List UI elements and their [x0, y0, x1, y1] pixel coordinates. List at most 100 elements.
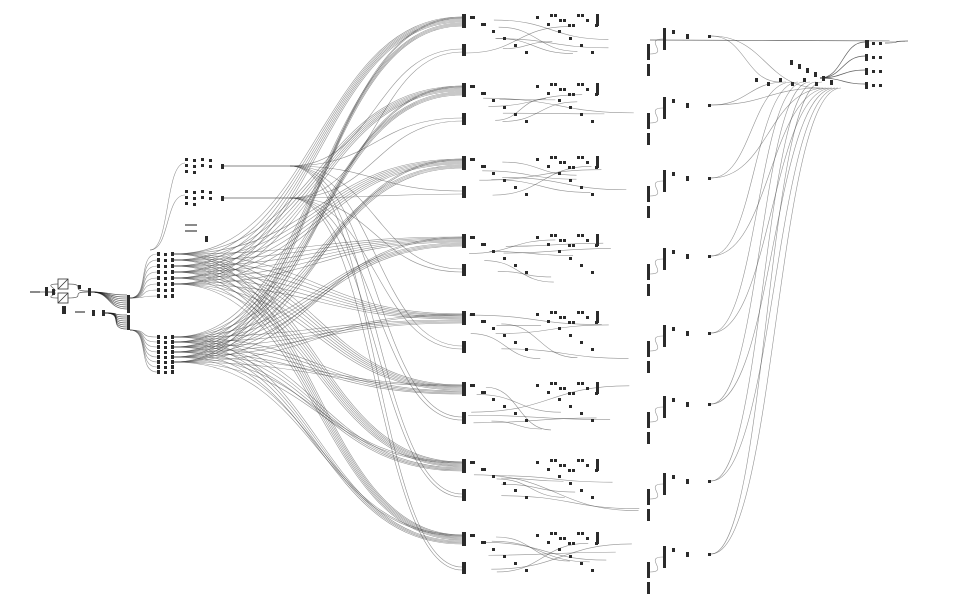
cluster-6-node[interactable]	[554, 382, 557, 385]
subgraph-node[interactable]	[185, 196, 188, 199]
cluster-3-node[interactable]	[558, 172, 561, 175]
cluster-1-input-node[interactable]	[462, 14, 466, 28]
input-node[interactable]	[102, 310, 105, 316]
cluster-6-node[interactable]	[492, 398, 495, 401]
cluster-8-node[interactable]	[647, 562, 650, 578]
cluster-2-node[interactable]	[536, 85, 539, 88]
cluster-2-node[interactable]	[472, 85, 475, 88]
cluster-6-node[interactable]	[514, 412, 517, 415]
cluster-3-node[interactable]	[586, 161, 589, 164]
slider-node[interactable]	[205, 236, 208, 242]
cluster-3-node[interactable]	[577, 156, 580, 159]
cluster-7-node[interactable]	[536, 461, 539, 464]
cluster-6-node[interactable]	[536, 384, 539, 387]
cluster-6-node[interactable]	[647, 432, 650, 444]
cluster-6-input-node[interactable]	[462, 382, 466, 396]
input-node[interactable]	[88, 288, 91, 296]
fanout-node[interactable]	[157, 335, 160, 339]
cluster-7-node[interactable]	[554, 459, 557, 462]
cluster-4-node[interactable]	[647, 284, 650, 296]
cluster-2-node[interactable]	[481, 92, 484, 95]
cluster-5-node[interactable]	[563, 316, 566, 319]
cluster-1-output-node[interactable]	[708, 35, 711, 38]
fanout-node[interactable]	[164, 351, 167, 354]
cluster-7-node[interactable]	[481, 468, 484, 471]
fanout-node[interactable]	[171, 360, 174, 364]
cluster-1-node[interactable]	[647, 44, 650, 60]
cluster-5-node[interactable]	[672, 327, 675, 331]
merge-node[interactable]	[822, 76, 825, 81]
fanout-node[interactable]	[171, 340, 174, 344]
cluster-1-node[interactable]	[472, 16, 475, 19]
cluster-1-node[interactable]	[672, 30, 675, 34]
final-output-node[interactable]	[872, 70, 875, 73]
fanout-node[interactable]	[171, 282, 174, 286]
input-panel[interactable]	[30, 291, 40, 293]
cluster-4-node[interactable]	[580, 264, 583, 267]
fanout-node[interactable]	[171, 335, 174, 339]
cluster-3-node[interactable]	[568, 166, 571, 169]
cluster-1-node[interactable]	[481, 23, 484, 26]
subgraph-node[interactable]	[185, 164, 188, 167]
merge-node[interactable]	[798, 64, 801, 69]
cluster-6-collector-node[interactable]	[663, 396, 666, 418]
cluster-3-node[interactable]	[547, 165, 550, 168]
cluster-2-node[interactable]	[672, 99, 675, 103]
cluster-2-node[interactable]	[559, 88, 562, 91]
cluster-8-node[interactable]	[563, 537, 566, 540]
cluster-7-node[interactable]	[559, 464, 562, 467]
cluster-4-node[interactable]	[568, 244, 571, 247]
cluster-2-node[interactable]	[563, 88, 566, 91]
cluster-5-node[interactable]	[492, 327, 495, 330]
cluster-5-output-node[interactable]	[708, 332, 711, 335]
fanout-node[interactable]	[164, 371, 167, 374]
subgraph-node[interactable]	[185, 190, 188, 193]
cluster-7-collector-node[interactable]	[663, 473, 666, 495]
fanout-node[interactable]	[157, 264, 160, 268]
cluster-3-node[interactable]	[580, 186, 583, 189]
fanout-node[interactable]	[164, 259, 167, 262]
cluster-3-node[interactable]	[647, 186, 650, 202]
cluster-4-node[interactable]	[577, 234, 580, 237]
fanout-node[interactable]	[164, 283, 167, 286]
cluster-8-node[interactable]	[536, 534, 539, 537]
cluster-8-node[interactable]	[568, 542, 571, 545]
cluster-1-node[interactable]	[470, 16, 473, 19]
cluster-6-node[interactable]	[581, 382, 584, 385]
cluster-1-node[interactable]	[503, 37, 506, 40]
cluster-6-node[interactable]	[481, 391, 484, 394]
cluster-3-node[interactable]	[514, 186, 517, 189]
cluster-7-node[interactable]	[568, 469, 571, 472]
fanout-node[interactable]	[157, 294, 160, 298]
cluster-5-node[interactable]	[596, 311, 599, 323]
cluster-8-node[interactable]	[472, 534, 475, 537]
cluster-3-node[interactable]	[483, 165, 486, 168]
cluster-2-node[interactable]	[569, 106, 572, 109]
final-output-node[interactable]	[865, 82, 868, 89]
cluster-4-node[interactable]	[586, 239, 589, 242]
cluster-6-node[interactable]	[559, 387, 562, 390]
cluster-7-node[interactable]	[483, 468, 486, 471]
fanout-node[interactable]	[157, 365, 160, 369]
merge-node[interactable]	[755, 78, 758, 82]
cluster-6-node[interactable]	[470, 384, 473, 387]
cluster-1-node[interactable]	[554, 14, 557, 17]
cluster-4-node[interactable]	[559, 239, 562, 242]
cluster-2-node[interactable]	[492, 99, 495, 102]
cluster-8-node[interactable]	[577, 532, 580, 535]
fanout-node[interactable]	[157, 350, 160, 354]
cluster-1-collector-node[interactable]	[663, 28, 666, 50]
cluster-7-input-node[interactable]	[462, 459, 466, 473]
central-bus-node[interactable]	[127, 315, 130, 330]
cluster-3-node[interactable]	[686, 176, 689, 181]
merge-node[interactable]	[791, 82, 794, 86]
cluster-1-node[interactable]	[686, 34, 689, 39]
cluster-2-node[interactable]	[483, 92, 486, 95]
fanout-node[interactable]	[157, 345, 160, 349]
subgraph-node[interactable]	[193, 159, 196, 162]
cluster-8-collector-node[interactable]	[663, 546, 666, 568]
fanout-node[interactable]	[171, 276, 174, 280]
cluster-8-node[interactable]	[581, 532, 584, 535]
cluster-4-node[interactable]	[481, 243, 484, 246]
cluster-1-node[interactable]	[647, 64, 650, 76]
